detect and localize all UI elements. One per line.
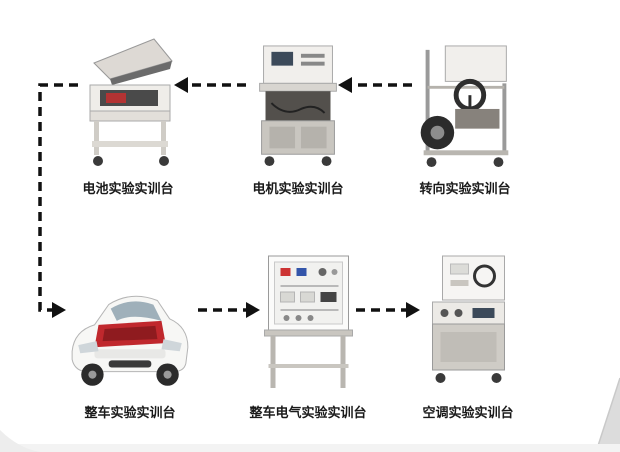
motor-bench-image [228,32,368,170]
motor-bench-illustration [258,45,337,167]
station-ac: 空调实验实训台 [398,248,538,421]
vehicle-illustration [71,295,189,386]
steering-bench-image [395,32,535,170]
steering-bench-illustration [420,45,509,168]
station-battery: 电池实验实训台 [58,32,198,197]
station-label-ac: 空调实验实训台 [422,405,514,420]
station-vehicle-electrical: 整车电气实验实训台 [238,248,378,421]
vehicle-image [60,248,200,394]
vehicle-electrical-bench-image [238,248,378,394]
station-label-steering: 转向实验实训台 [419,181,511,196]
station-vehicle: 整车实验实训台 [60,248,200,421]
battery-bench-image [58,32,198,170]
station-label-vehicle-electrical: 整车电气实验实训台 [249,405,367,420]
station-steering: 转向实验实训台 [395,32,535,197]
ac-bench-illustration [432,255,505,383]
vehicle-electrical-bench-illustration [264,255,353,388]
station-motor: 电机实验实训台 [228,32,368,197]
station-label-battery: 电池实验实训台 [82,181,174,196]
station-label-motor: 电机实验实训台 [252,181,344,196]
ac-bench-image [398,248,538,394]
station-label-vehicle: 整车实验实训台 [84,405,176,420]
battery-bench-illustration [89,38,173,166]
